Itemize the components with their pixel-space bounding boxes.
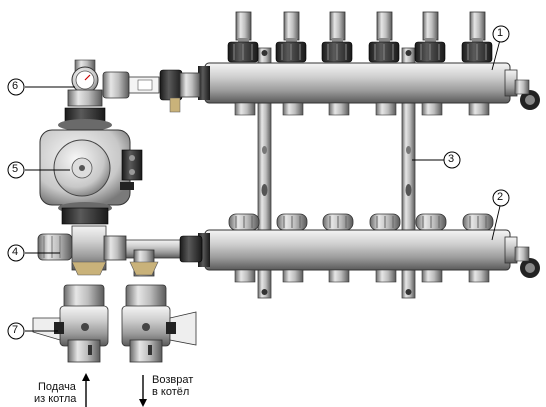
return-pipe [125, 235, 203, 277]
callout-leaders [25, 39, 501, 332]
callout-number-7: 7 [12, 324, 19, 336]
flow-meter [321, 11, 353, 63]
return-ball-valve [121, 284, 197, 363]
return-arrow-icon [139, 375, 147, 407]
return-label-line1: Возврат [152, 374, 194, 386]
callout-number-1: 1 [497, 27, 504, 39]
thermometer-assembly [67, 59, 103, 107]
return-manifold [198, 229, 540, 283]
callout-number-3: 3 [448, 153, 455, 165]
valve-cap [415, 213, 447, 231]
return-label-line2: в котёл [152, 386, 190, 398]
valve-cap [276, 213, 308, 231]
supply-ball-valve [32, 284, 109, 363]
callout-circles [7, 25, 510, 340]
valve-cap [228, 213, 260, 231]
thermostatic-valve-caps [228, 213, 494, 231]
supply-manifold [198, 62, 540, 116]
supply-label-line2: из котла [34, 393, 77, 405]
callout-number-5: 5 [12, 163, 19, 175]
valve-cap [369, 213, 401, 231]
valve-cap [322, 213, 354, 231]
callout-number-4: 4 [12, 246, 19, 258]
flow-meters [227, 11, 493, 63]
callout-number-6: 6 [12, 80, 19, 92]
flow-meter [275, 11, 307, 63]
flow-meter [414, 11, 446, 63]
circulation-pump [39, 107, 143, 225]
supply-union [102, 69, 201, 113]
supply-label-line1: Подача [38, 381, 76, 393]
flow-meter [461, 11, 493, 63]
callout-number-2: 2 [497, 191, 504, 203]
mixing-valve [37, 225, 127, 276]
supply-arrow-icon [82, 373, 90, 407]
valve-cap [462, 213, 494, 231]
flow-meter [227, 11, 259, 63]
flow-meter [368, 11, 400, 63]
